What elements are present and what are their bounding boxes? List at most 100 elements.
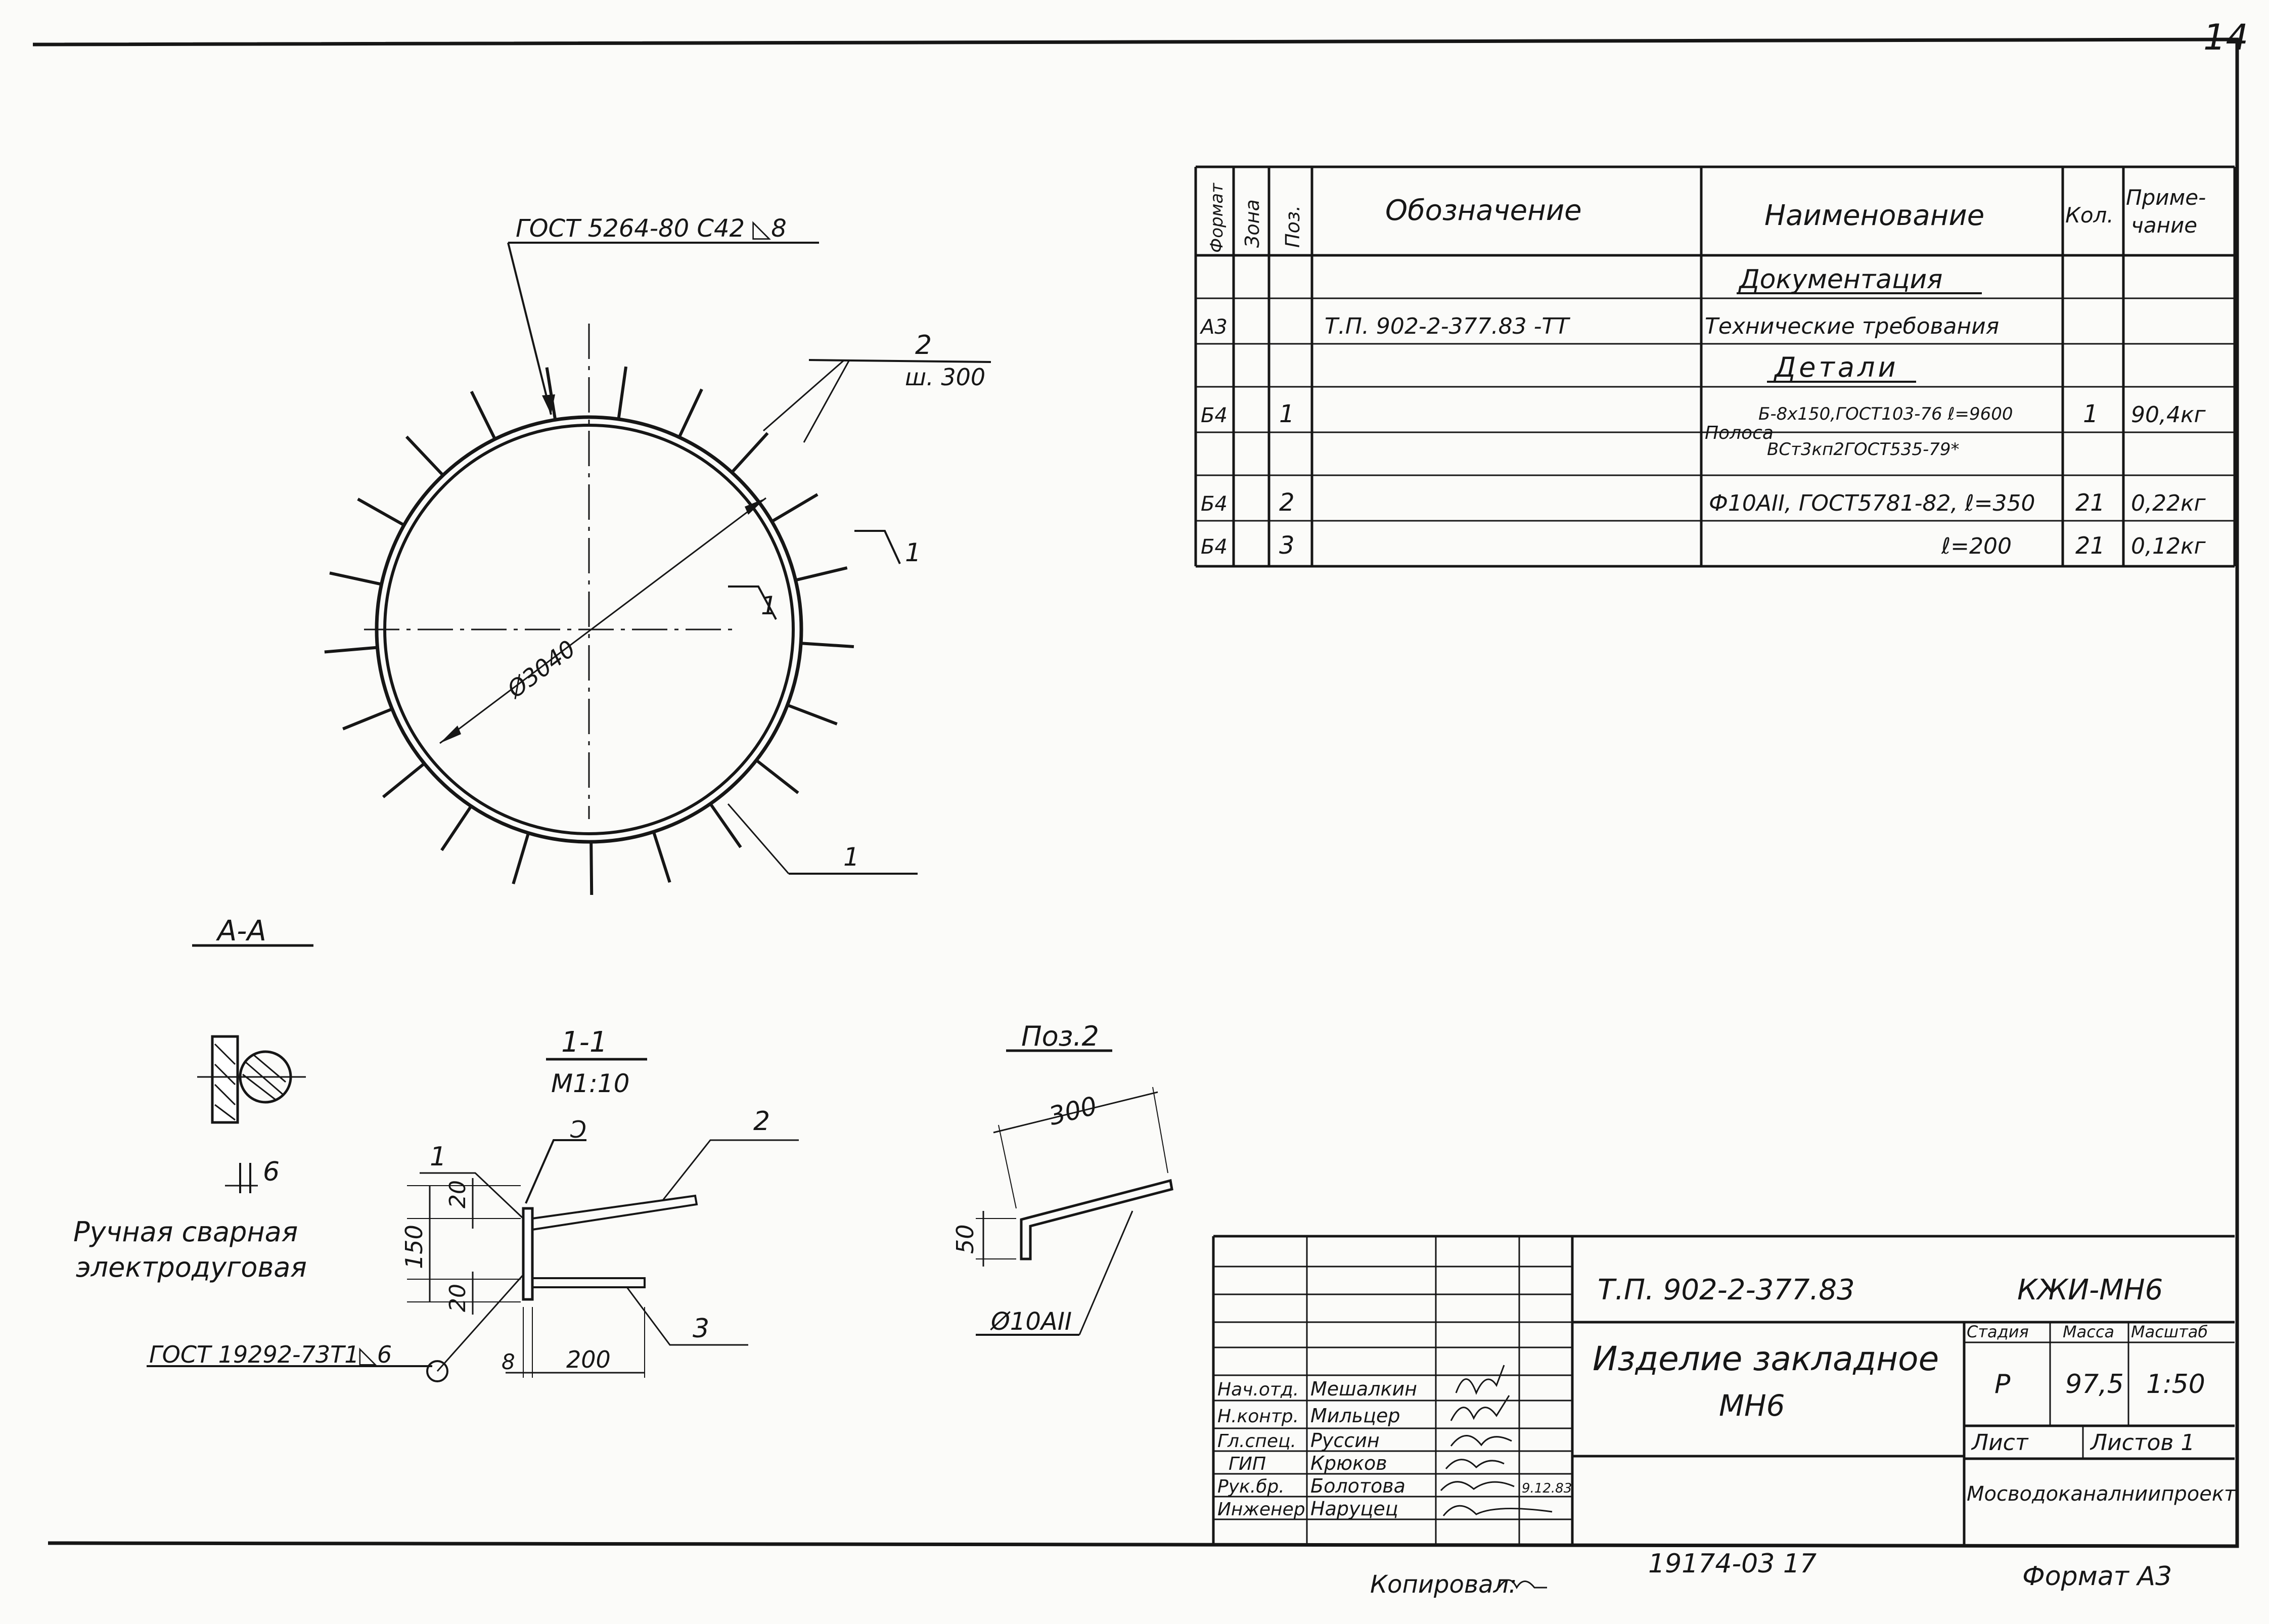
format-label: Формат А3 [2022, 1561, 2172, 1592]
weld-type-line2: электродуговая [76, 1251, 307, 1283]
dim-150: 150 [400, 1225, 428, 1269]
section-11-title: 1-1 [561, 1026, 607, 1059]
radial-rod [512, 833, 530, 885]
diameter-dimension-line [439, 497, 766, 744]
row3-name-prefix: Полоса [1705, 423, 1774, 443]
section-mark-2-shape [728, 585, 777, 620]
s11-rod-2 [531, 1194, 698, 1231]
row4-qty: 21 [2075, 489, 2105, 516]
radial-rod [329, 571, 381, 586]
hdr-format: Формат [1207, 183, 1227, 253]
radial-rod [772, 493, 819, 522]
aa-plate-hatch [214, 1043, 236, 1121]
staff-0-role: Нач.отд. [1217, 1379, 1299, 1400]
radial-rod [801, 642, 854, 649]
leader-2-shelf [808, 359, 991, 363]
dim-20-top: 20 [445, 1180, 471, 1208]
row3-pos: 1 [1279, 400, 1295, 428]
leader-2-b [803, 359, 850, 443]
radial-rod [617, 366, 628, 419]
inventory-number: 19174-03 17 [1648, 1549, 1817, 1579]
row5-note: 0,12кг [2131, 533, 2206, 559]
hdr-note-l1: Приме- [2126, 185, 2206, 210]
pos2-ext-a [998, 1124, 1017, 1209]
radial-rod [405, 435, 444, 476]
sec11-item2-leader [661, 1139, 799, 1201]
sec11-item3: 3 [693, 1314, 709, 1344]
circle-plan-view: Ø3040 ГОСТ 5264-80 С42 ◺8 2 ш. 300 1 1 1 [324, 214, 991, 895]
row0-name: Документация [1738, 264, 1942, 295]
radial-rod [342, 708, 392, 731]
pos2-dim-300: 300 [1046, 1091, 1100, 1131]
weld-top-leader [507, 242, 552, 415]
radial-rod [678, 388, 703, 437]
pos2-rebar-shape [1020, 1179, 1173, 1260]
row4-format: Б4 [1201, 492, 1228, 516]
leader-1-line [727, 803, 790, 874]
row5-qty: 21 [2075, 532, 2105, 559]
tb-mass-label: Масса [2063, 1322, 2114, 1341]
row1-format: А3 [1199, 315, 1228, 339]
s11-weld-leader [525, 1139, 586, 1204]
tb-title-l2: МН6 [1719, 1388, 1785, 1423]
hdr-designation: Обозначение [1385, 194, 1582, 227]
section-aa-title: А-А [216, 915, 266, 948]
staff-5-name: Наруцец [1310, 1498, 1398, 1520]
leader-2-pos: 2 [915, 330, 932, 360]
diameter-label: Ø3040 [502, 635, 581, 704]
section-mark-1: 1 [905, 538, 921, 567]
radial-rod [545, 367, 557, 419]
dim-20-bottom: 20 [445, 1284, 471, 1312]
section-aa: А-А 6 Ручная сварная электродуговая ГОСТ… [73, 915, 529, 1382]
tb-doc-code: Т.П. 902-2-377.83 [1598, 1274, 1855, 1306]
staff-0-name: Мешалкин [1310, 1378, 1417, 1400]
staff-3-role: ГИП [1229, 1454, 1266, 1474]
tb-stage: Р [1994, 1369, 2011, 1400]
section-11-scale: М1:10 [551, 1069, 629, 1098]
row3-note: 90,4кг [2131, 402, 2206, 428]
weld-gap: 6 [263, 1157, 280, 1187]
weld-top-note: ГОСТ 5264-80 С42 ◺8 [516, 214, 787, 243]
weld-bottom-note: ГОСТ 19292-73Т1◺6 [149, 1341, 392, 1368]
pos2-dim-50: 50 [951, 1224, 979, 1254]
row4-name: Ф10АII, ГОСТ5781-82, ℓ=350 [1709, 490, 2035, 516]
weld-top-arrow [542, 394, 555, 415]
staff-1-role: Н.контр. [1217, 1406, 1299, 1427]
row3-qty: 1 [2083, 400, 2099, 428]
tb-sheet-label: Лист [1971, 1430, 2029, 1456]
row4-note: 0,22кг [2131, 490, 2206, 516]
radial-rod [756, 759, 799, 794]
tb-stage-label: Стадия [1967, 1322, 2029, 1341]
row3-name-l2: ВСт3кп2ГОСТ535-79* [1767, 439, 1960, 460]
pos2-title: Поз.2 [1021, 1020, 1099, 1052]
row3-name-l1: Б-8х150,ГОСТ103-76 ℓ=9600 [1758, 404, 2013, 424]
radial-rod [788, 704, 838, 726]
hdr-pos: Поз. [1282, 205, 1304, 248]
signatures [1440, 1365, 1553, 1516]
pos2-dim-300-line [993, 1091, 1158, 1134]
radial-rod [652, 832, 671, 883]
sec11-item3-leader [626, 1287, 748, 1346]
staff-3-name: Крюков [1310, 1452, 1387, 1474]
aa-plate [211, 1035, 239, 1124]
leader-1-pos: 1 [843, 842, 859, 872]
tb-scale-label: Масштаб [2131, 1322, 2208, 1341]
row4-pos: 2 [1279, 488, 1295, 517]
copied-label: Копировал: [1370, 1570, 1517, 1599]
diameter-arrow-b [745, 498, 766, 515]
staff-2-name: Руссин [1310, 1429, 1380, 1452]
dim-200: 200 [566, 1346, 611, 1373]
staff-2-role: Гл.спец. [1217, 1431, 1296, 1452]
tb-scale: 1:50 [2146, 1369, 2205, 1400]
weld-all-around-circle [426, 1360, 448, 1382]
staff-1-name: Мильцер [1310, 1405, 1400, 1427]
row1-name: Технические требования [1705, 313, 1999, 339]
row5-name: ℓ=200 [1941, 533, 2012, 559]
staff-4-date: 9.12.83 [1522, 1481, 1572, 1496]
sec11-weld-mark: Ɔ [569, 1116, 585, 1143]
weld-type-line1: Ручная сварная [73, 1216, 298, 1248]
tb-org: Мосводоканалниипроект [1967, 1482, 2237, 1506]
radial-rod [731, 432, 769, 473]
radial-rod [589, 842, 594, 895]
